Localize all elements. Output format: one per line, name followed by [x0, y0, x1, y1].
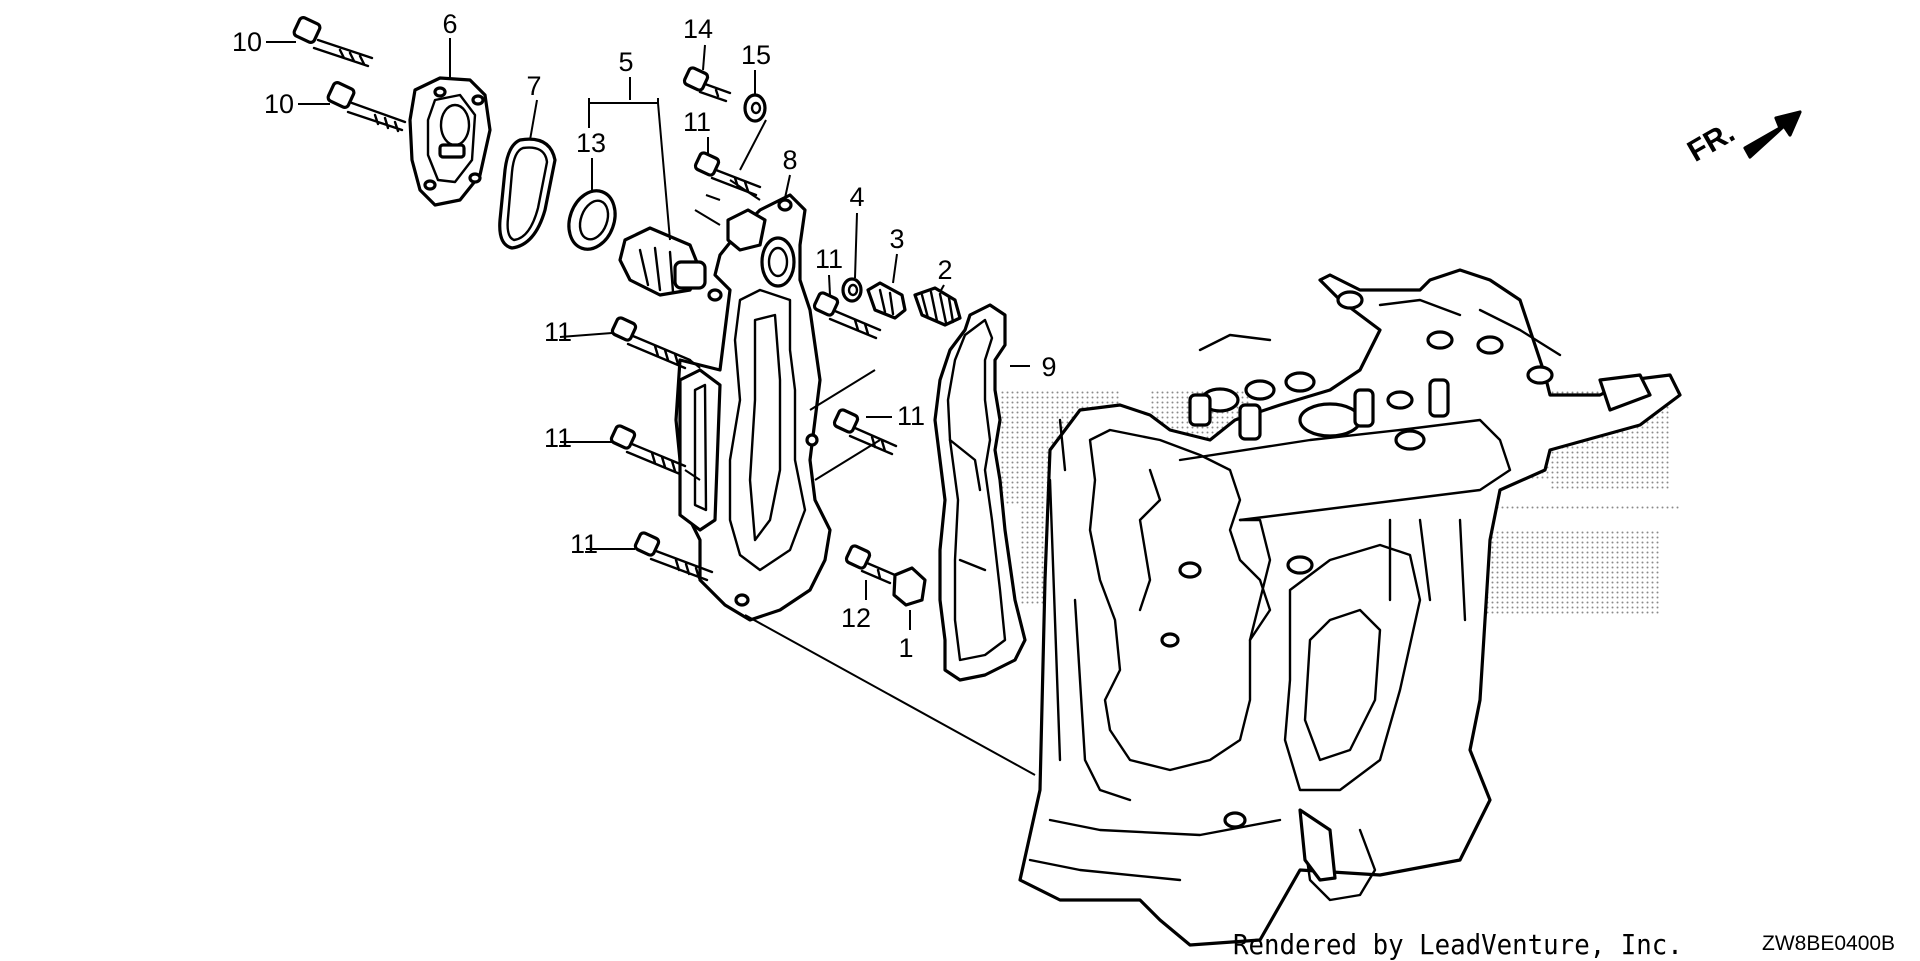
callout-c8: 8: [782, 145, 797, 175]
callout-c13: 13: [576, 128, 606, 158]
cylinder-head-block: [1018, 268, 1682, 947]
bolt-11-left-b: [609, 424, 687, 476]
diagram-code: ZW8BE0400B: [1762, 932, 1896, 955]
callout-c11d: 11: [897, 401, 925, 431]
front-direction-arrow: [1743, 110, 1802, 159]
bolt-11-right: [832, 408, 898, 456]
callout-c12: 12: [841, 603, 871, 633]
sleeve: [726, 208, 767, 252]
o-ring-7-inner: [506, 146, 549, 242]
cap-1: [892, 566, 927, 607]
seal-13: [567, 189, 617, 251]
callout-c2: 2: [937, 255, 952, 285]
callout-c1: 1: [898, 633, 913, 663]
callout-c10a: 10: [232, 27, 262, 57]
bolt-12: [844, 544, 897, 585]
cover-plate-8: [674, 193, 832, 622]
bolt-11-upper: [693, 151, 762, 197]
callout-c6: 6: [442, 9, 457, 39]
callout-c15: 15: [741, 40, 771, 70]
callout-c11b: 11: [815, 244, 843, 274]
callout-c3: 3: [889, 224, 904, 254]
bolt-11-mid: [812, 291, 882, 340]
bolt-10-lower: [326, 81, 407, 133]
bolt-11-left-c: [633, 531, 714, 582]
bolt-14: [682, 66, 732, 103]
callout-labels: 10 10 6 7 5 13 14 15 11 8 43 2 11 11 9 11 11 11 12 1: [232, 9, 1057, 663]
callout-c11a: 11: [683, 107, 711, 137]
callout-c7: 7: [526, 71, 541, 101]
callout-c11c: 11: [544, 317, 572, 347]
spring-2: [913, 286, 962, 327]
gasket-9: [933, 303, 1027, 682]
callout-c11e: 11: [544, 423, 572, 453]
callout-c4: 4: [849, 182, 864, 212]
callout-c10b: 10: [264, 89, 294, 119]
bolts: [292, 16, 962, 607]
callout-c9: 9: [1041, 352, 1056, 382]
leader-lines: [266, 38, 1036, 776]
bolt-11-left-a: [610, 316, 692, 370]
callout-c11f: 11: [570, 529, 598, 559]
valve-3: [866, 281, 907, 320]
callout-c14: 14: [683, 14, 713, 44]
callout-c5: 5: [618, 47, 633, 77]
thermostat-5: [618, 226, 707, 297]
washer-15: [743, 93, 767, 123]
render-credit: Rendered by LeadVenture, Inc.: [1233, 928, 1683, 961]
washer-4: [841, 277, 863, 303]
bolt-10-upper: [292, 16, 374, 68]
cover-6: [408, 76, 492, 207]
